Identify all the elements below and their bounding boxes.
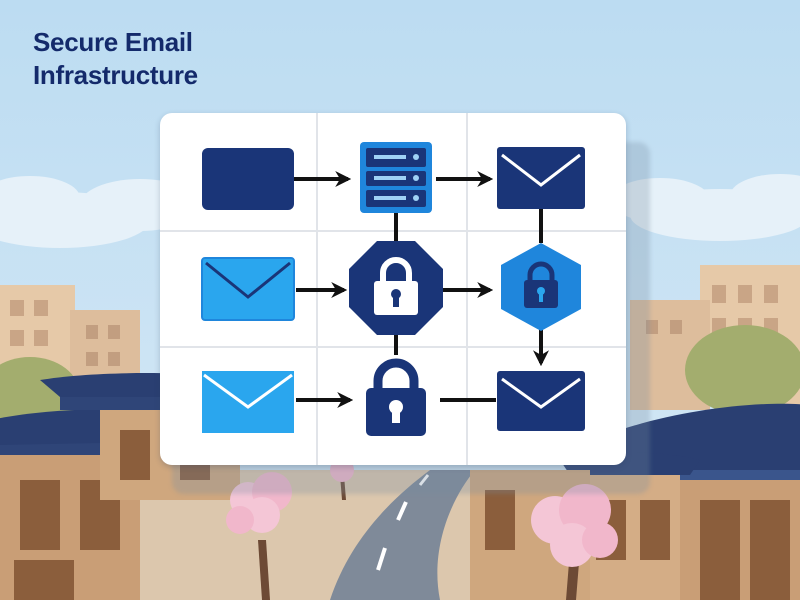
envelope-icon (497, 147, 585, 209)
title-line-2: Infrastructure (33, 60, 198, 90)
server-icon (360, 142, 432, 213)
padlock-icon (366, 358, 426, 436)
envelope-blank-icon (202, 148, 294, 210)
title-line-1: Secure Email (33, 27, 193, 57)
envelope-icon (497, 371, 585, 431)
hexagon-lock-icon (501, 243, 581, 331)
diagram-panel (160, 113, 626, 465)
cloud-right (610, 174, 800, 241)
email-flow-diagram (160, 113, 626, 465)
tree-right (685, 325, 800, 415)
page-title: Secure Email Infrastructure (33, 26, 198, 92)
road (330, 470, 475, 600)
envelope-icon (202, 371, 294, 433)
cherry-tree-left (226, 472, 292, 600)
octagon-lock-icon (349, 241, 443, 335)
envelope-icon (201, 257, 295, 321)
cherry-tree-right (531, 484, 618, 600)
